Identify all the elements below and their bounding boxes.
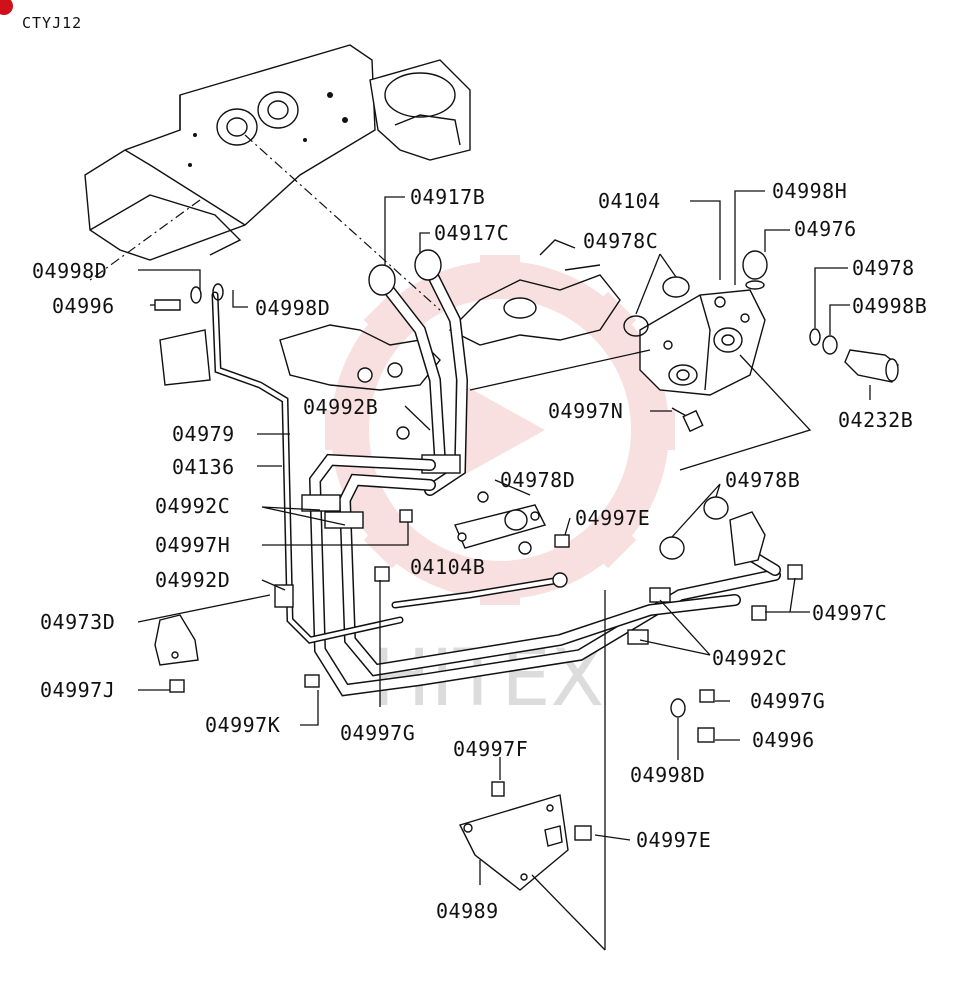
diagram-code: CTYJ12 [22,14,82,32]
watermark-gear-icon [325,255,675,605]
bolt-group [154,283,803,841]
engine-outline [279,239,621,391]
leader-lines [137,190,871,951]
oring-04998H [745,280,765,290]
label-04996-a: 04996 [52,294,115,318]
oil-pump-04104 [639,289,766,396]
oring-04978 [809,328,821,346]
oil-hose-04104B [391,572,568,609]
label-04992D: 04992D [155,568,230,592]
nut-04104B [518,541,532,555]
label-04232B: 04232B [838,408,913,432]
label-04997J: 04997J [40,678,115,702]
label-04997K: 04997K [205,713,280,737]
label-04998D-a: 04998D [32,259,107,283]
cover-04104B [454,504,547,549]
label-04997E-a: 04997E [575,506,650,530]
label-04978C: 04978C [583,229,658,253]
corner-badge-icon [0,0,13,15]
label-04992C-a: 04992C [155,494,230,518]
label-04992C-b: 04992C [712,646,787,670]
clamp-04992C [274,494,671,645]
bracket-04973D [154,614,199,666]
plate-04989 [459,794,569,891]
oring-04978C-b [623,315,649,337]
label-04104: 04104 [598,189,661,213]
label-04998H: 04998H [772,179,847,203]
label-04997H: 04997H [155,533,230,557]
label-04998D-c: 04998D [630,763,705,787]
oring-04978B-a [703,496,729,520]
label-04996-b: 04996 [752,728,815,752]
label-04997C: 04997C [812,601,887,625]
connector-04232B [844,349,899,383]
pipe-flange [729,511,766,566]
label-04917C: 04917C [434,221,509,245]
label-04998D-b: 04998D [255,296,330,320]
label-04992B: 04992B [303,395,378,419]
oring-04978D [477,491,489,503]
label-04973D: 04973D [40,610,115,634]
engine-port-icon [216,91,299,146]
bracket-left [159,329,211,386]
bolt-04997N [671,407,704,433]
label-04978B: 04978B [725,468,800,492]
label-04997G-a: 04997G [750,689,825,713]
label-04997F: 04997F [453,737,528,761]
label-04104B: 04104B [410,555,485,579]
label-04998B: 04998B [852,294,927,318]
label-04978: 04978 [852,256,915,280]
oring-04978B-b [659,536,685,560]
oil-hose-04136 [211,291,404,644]
label-04976: 04976 [794,217,857,241]
label-04978D: 04978D [500,468,575,492]
label-04997N: 04997N [548,399,623,423]
label-04997G-b: 04997G [340,721,415,745]
label-04136: 04136 [172,455,235,479]
oil-pipe-04917 [368,249,469,496]
label-04917B: 04917B [410,185,485,209]
label-04979: 04979 [172,422,235,446]
plug-04976 [742,250,768,280]
label-04997E-b: 04997E [636,828,711,852]
engine-housing [84,44,471,261]
oring-04998B [822,335,838,355]
label-04989: 04989 [436,899,499,923]
oring-04978C-a [662,276,690,298]
